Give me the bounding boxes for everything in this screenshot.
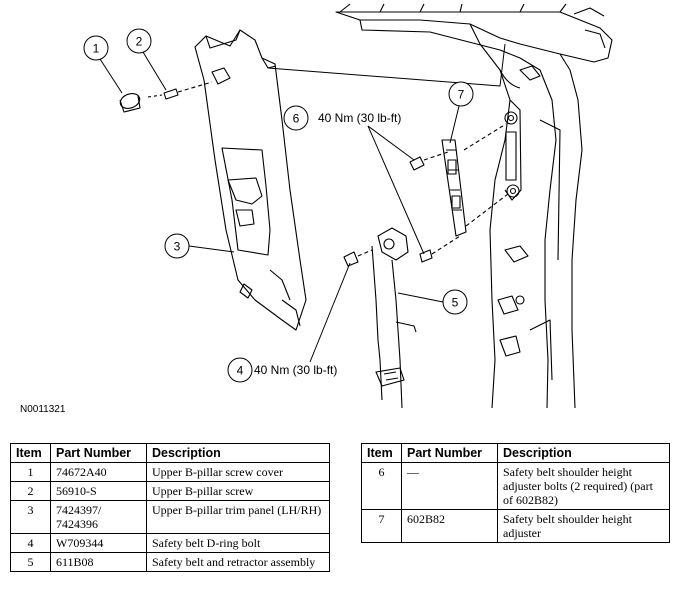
table-row: 2 56910-S Upper B-pillar screw xyxy=(10,481,330,501)
parts-table-right: Item Part Number Description 6 — Safety … xyxy=(361,443,670,543)
safety-belt-part xyxy=(371,227,417,409)
exploded-view-diagram: 1 2 3 4 5 6 7 xyxy=(83,3,613,409)
cell-part-number: 7424397/ 7424396 xyxy=(50,500,147,534)
table-header-row: Item Part Number Description xyxy=(361,443,670,463)
header-item: Item xyxy=(361,443,402,463)
callout-6: 6 xyxy=(283,105,425,255)
b-pillar-trim-panel xyxy=(194,29,307,331)
cell-item: 6 xyxy=(361,462,402,510)
cell-part-number: W709344 xyxy=(50,533,147,553)
table-row: 7 602B82 Safety belt shoulder height adj… xyxy=(361,509,670,543)
callout-1-number: 1 xyxy=(93,42,100,56)
cell-item: 2 xyxy=(10,481,51,501)
cell-description: Upper B-pillar screw cover xyxy=(146,462,330,482)
header-description: Description xyxy=(146,443,330,463)
adjuster-bolt-upper xyxy=(409,123,507,171)
cell-item: 5 xyxy=(10,552,51,572)
cell-description: Safety belt shoulder height adjuster bol… xyxy=(497,462,670,510)
figure-id: N0011321 xyxy=(20,404,66,415)
header-part-number: Part Number xyxy=(401,443,498,463)
cell-item: 1 xyxy=(10,462,51,482)
adjuster-bolt-lower xyxy=(419,193,509,263)
b-pillar-body-structure xyxy=(335,3,613,409)
table-row: 3 7424397/ 7424396 Upper B-pillar trim p… xyxy=(10,500,330,534)
callout-1: 1 xyxy=(83,35,123,94)
cell-item: 7 xyxy=(361,509,402,543)
table-row: 4 W709344 Safety belt D-ring bolt xyxy=(10,533,330,553)
header-part-number: Part Number xyxy=(50,443,147,463)
screw-part xyxy=(147,81,213,100)
header-description: Description xyxy=(497,443,670,463)
header-item: Item xyxy=(10,443,51,463)
callout-2-number: 2 xyxy=(136,35,143,49)
parts-table-left: Item Part Number Description 1 74672A40 … xyxy=(10,443,330,572)
table-header-row: Item Part Number Description xyxy=(10,443,330,463)
cell-part-number: — xyxy=(401,462,498,510)
d-ring-bolt-part xyxy=(343,249,373,267)
cell-description: Safety belt shoulder height adjuster xyxy=(497,509,670,543)
callout-4-torque: 40 Nm (30 lb-ft) xyxy=(254,363,337,377)
callout-2: 2 xyxy=(126,28,167,91)
callout-7-number: 7 xyxy=(458,88,465,102)
callout-4-number: 4 xyxy=(237,364,244,378)
cell-item: 3 xyxy=(10,500,51,534)
callout-5: 5 xyxy=(397,289,468,315)
callout-3: 3 xyxy=(164,233,235,259)
cell-description: Upper B-pillar trim panel (LH/RH) xyxy=(146,500,330,534)
cell-description: Safety belt and retractor assembly xyxy=(146,552,330,572)
cell-item: 4 xyxy=(10,533,51,553)
shoulder-height-adjuster-part xyxy=(441,139,467,237)
callout-3-number: 3 xyxy=(174,240,181,254)
cell-description: Upper B-pillar screw xyxy=(146,481,330,501)
callout-7: 7 xyxy=(448,81,474,144)
cell-part-number: 56910-S xyxy=(50,481,147,501)
callout-4: 4 xyxy=(227,262,351,383)
screw-cover-part xyxy=(119,93,141,113)
callout-5-number: 5 xyxy=(452,296,459,310)
callout-6-torque: 40 Nm (30 lb-ft) xyxy=(318,111,401,125)
cell-part-number: 611B08 xyxy=(50,552,147,572)
table-row: 6 — Safety belt shoulder height adjuster… xyxy=(361,462,670,510)
cell-description: Safety belt D-ring bolt xyxy=(146,533,330,553)
table-row: 5 611B08 Safety belt and retractor assem… xyxy=(10,552,330,572)
table-row: 1 74672A40 Upper B-pillar screw cover xyxy=(10,462,330,482)
cell-part-number: 602B82 xyxy=(401,509,498,543)
cell-part-number: 74672A40 xyxy=(50,462,147,482)
callout-6-number: 6 xyxy=(293,112,300,126)
